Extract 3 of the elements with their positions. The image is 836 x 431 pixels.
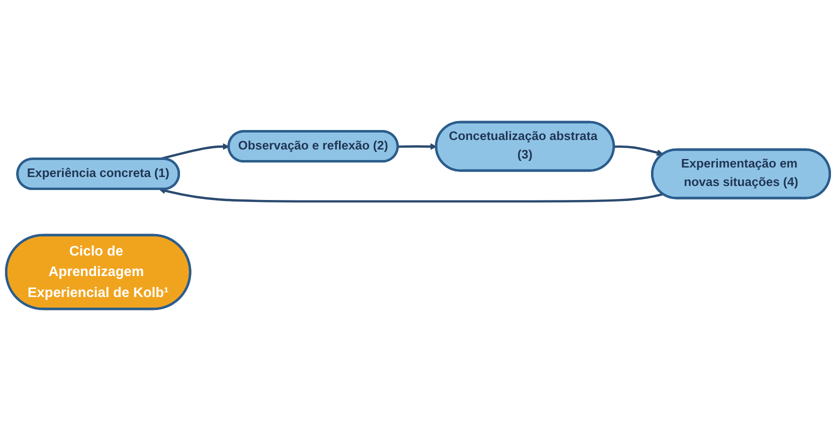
arrow bbox=[614, 145, 664, 156]
arrow bbox=[398, 143, 437, 150]
arrow bbox=[158, 187, 664, 202]
